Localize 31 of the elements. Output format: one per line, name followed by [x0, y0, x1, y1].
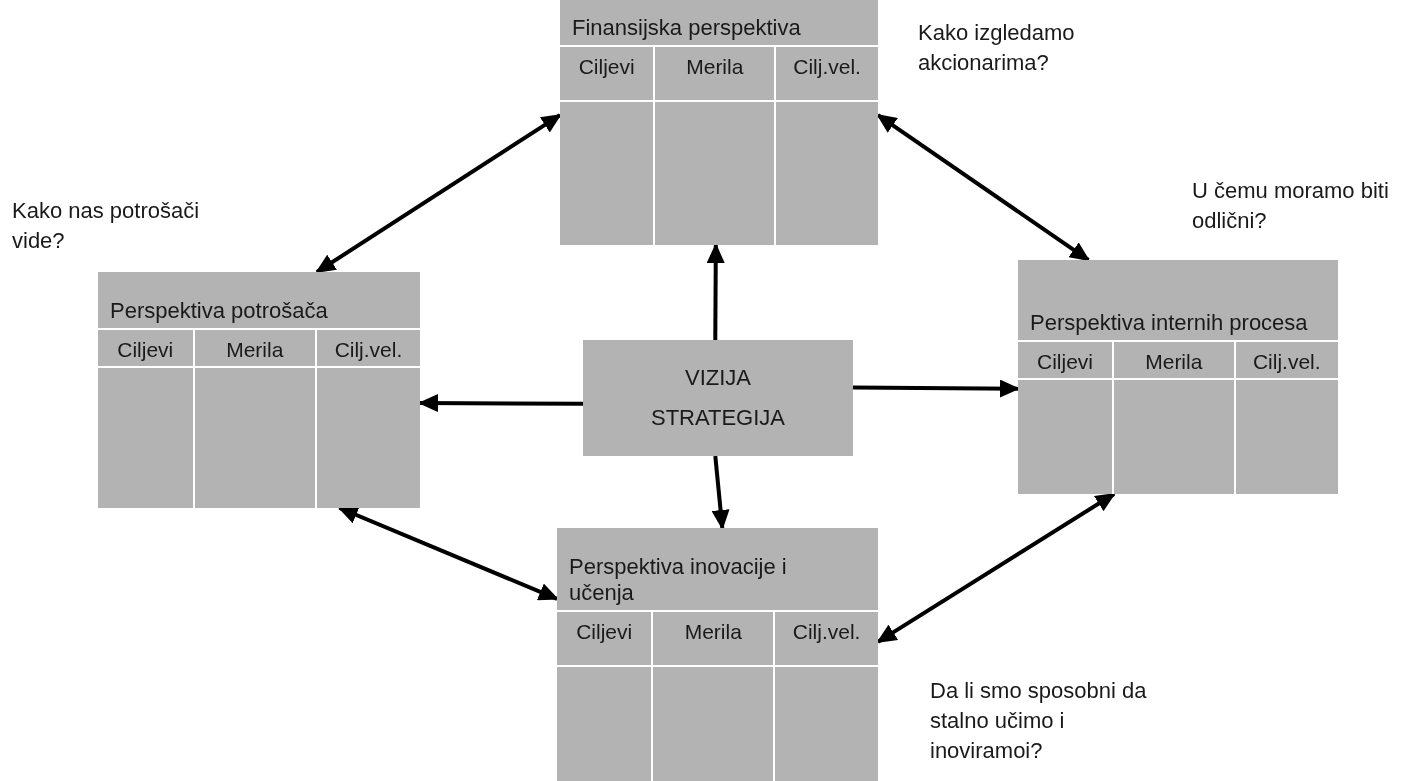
column-header: Cilj.vel. [792, 619, 861, 645]
arrow [711, 455, 730, 530]
arrow [337, 506, 559, 601]
column-header: Ciljevi [578, 54, 635, 80]
vision-box [583, 340, 853, 456]
question-text: Da li smo sposobni da stalno učimo i inoviramoi? [930, 677, 1148, 765]
column-header: Merila [226, 337, 284, 363]
table-heading: Perspektiva inovacije i učenja [569, 554, 788, 606]
column-header: Merila [684, 619, 742, 645]
arrow [315, 113, 562, 274]
column-header: Ciljevi [576, 619, 633, 645]
perspective-table [557, 528, 878, 781]
table-heading: Perspektiva potrošača [110, 298, 328, 324]
column-header: Cilj.vel. [793, 54, 861, 80]
column-header: Cilj.vel. [334, 337, 403, 363]
column-header: Ciljevi [1037, 349, 1093, 375]
perspective-table [98, 272, 420, 508]
arrow [853, 379, 1020, 398]
perspective-table [560, 0, 878, 245]
arrow [706, 243, 725, 340]
box-label: VIZIJA STRATEGIJA [649, 364, 787, 432]
column-header: Merila [1145, 349, 1203, 375]
question-text: Kako izgledamo akcionarima? [918, 19, 1076, 77]
question-text: Kako nas potrošači vide? [12, 197, 201, 255]
column-header: Cilj.vel. [1252, 349, 1321, 375]
question-text: U čemu moramo biti odlični? [1192, 177, 1390, 235]
column-header: Merila [686, 54, 744, 80]
table-heading: Perspektiva internih procesa [1030, 310, 1308, 336]
perspective-table [1018, 260, 1338, 494]
table-heading: Finansijska perspektiva [572, 15, 801, 41]
column-header: Ciljevi [117, 337, 174, 363]
